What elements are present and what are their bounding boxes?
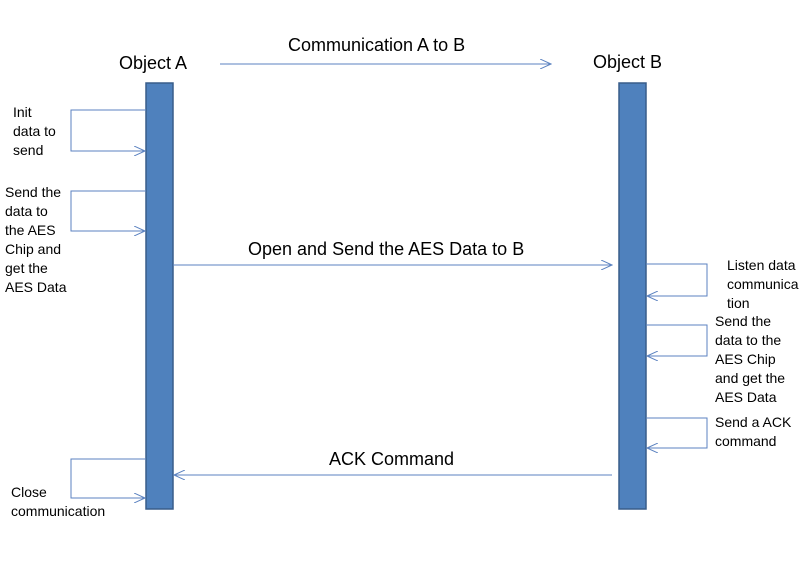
open-send-label: Open and Send the AES Data to B: [248, 239, 525, 259]
b-step-send-chip-label: Send the data to the AES Chip and get th…: [715, 313, 786, 405]
ack-label: ACK Command: [329, 449, 455, 469]
self-loop-a-init: [70, 109, 146, 151]
self-loop-a-send-chip: [70, 190, 146, 231]
lifeline-object-a: [145, 82, 174, 510]
a-step-init-label: Init data to send: [13, 104, 56, 158]
b-step-send-ack-label: Send a ACK command: [715, 414, 792, 449]
lifeline-object-b: [618, 82, 647, 510]
communication-label: Communication A to B: [288, 35, 466, 55]
a-step-close-label: Close communication: [11, 484, 106, 519]
object-b-title: Object B: [593, 52, 663, 72]
a-step-send-chip-label: Send the data to the AES Chip and get th…: [5, 184, 67, 295]
self-loop-b-send-chip: [646, 324, 708, 356]
self-loop-b-send-ack: [646, 417, 708, 448]
self-loop-b-listen: [646, 263, 708, 296]
object-a-title: Object A: [119, 53, 188, 73]
self-loop-a-close: [70, 458, 146, 498]
b-step-listen-label: Listen data communica tion: [727, 257, 799, 311]
